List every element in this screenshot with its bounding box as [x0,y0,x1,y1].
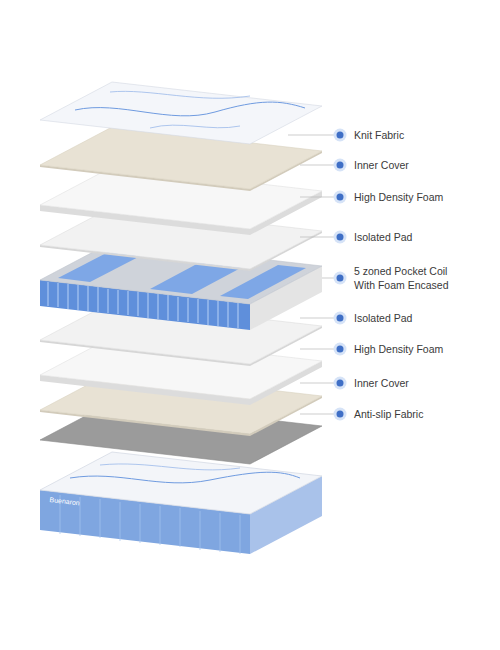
part-label: Isolated Pad [354,230,494,244]
wave-line [75,102,305,116]
leader-lines [288,135,334,414]
knit-fabric-sheet [40,82,322,144]
part-label: 5 zoned Pocket Coil With Foam Encased [354,264,466,292]
part-label: High Density Foam [354,342,494,356]
part-label: Inner Cover [354,376,494,390]
wave-line [70,472,300,483]
part-label: Inner Cover [354,158,494,172]
wave-line [100,464,240,470]
part-label: High Density Foam [354,190,494,204]
knit-fabric [40,82,322,144]
coil-zone [220,265,306,299]
mattress-top [40,452,322,514]
mattress [40,452,322,554]
wave-line [110,91,250,98]
part-label: Isolated Pad [354,311,494,325]
callout-dots [334,129,347,421]
part-label: Anti-slip Fabric [354,407,494,421]
wave-line [150,125,240,128]
part-label: Knit Fabric [354,128,494,142]
